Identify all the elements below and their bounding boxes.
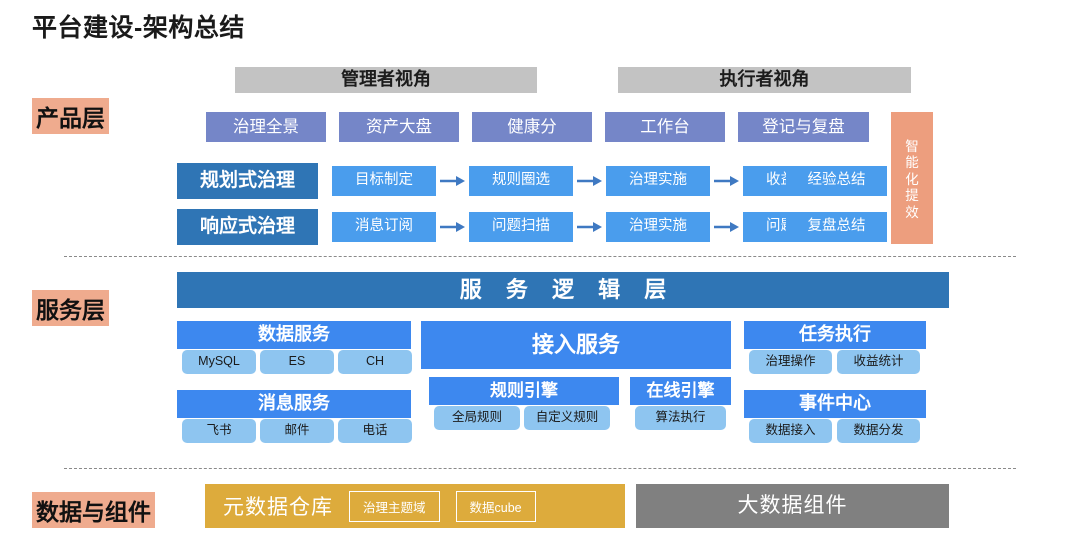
service-chip-custom-rule[interactable]: 自定义规则 bbox=[524, 406, 610, 430]
flow-step-responsive-5[interactable]: 复盘总结 bbox=[786, 212, 887, 242]
metadata-chip-data-cube[interactable]: 数据cube bbox=[455, 490, 536, 522]
product-box-workbench[interactable]: 工作台 bbox=[605, 112, 725, 142]
arrow-right-icon bbox=[714, 221, 740, 233]
service-group-title-data-service: 数据服务 bbox=[177, 321, 411, 349]
service-chip-data-ingest[interactable]: 数据接入 bbox=[749, 419, 832, 443]
product-box-asset-dashboard[interactable]: 资产大盘 bbox=[339, 112, 459, 142]
service-group-title-task-execution: 任务执行 bbox=[744, 321, 926, 349]
service-chip-es[interactable]: ES bbox=[260, 350, 334, 374]
ai-sidebar-char-3: 化 bbox=[905, 171, 919, 187]
ai-sidebar-char-5: 效 bbox=[905, 204, 919, 220]
arrow-right-icon bbox=[577, 221, 603, 233]
bigdata-components-box: 大数据组件 bbox=[636, 484, 949, 528]
product-box-registration-review[interactable]: 登记与复盘 bbox=[738, 112, 869, 142]
service-chip-phone[interactable]: 电话 bbox=[338, 419, 412, 443]
metadata-chip-governance-domain[interactable]: 治理主题域 bbox=[349, 490, 440, 522]
service-chip-global-rule[interactable]: 全局规则 bbox=[434, 406, 520, 430]
product-box-health-score[interactable]: 健康分 bbox=[472, 112, 592, 142]
product-box-governance-panorama[interactable]: 治理全景 bbox=[206, 112, 326, 142]
service-group-title-access-service: 接入服务 bbox=[421, 321, 731, 369]
layer-label-service: 服务层 bbox=[32, 290, 109, 326]
arrow-right-icon bbox=[440, 221, 466, 233]
arrow-right-icon bbox=[577, 175, 603, 187]
service-group-title-rule-engine: 规则引擎 bbox=[429, 377, 619, 405]
ai-sidebar-char-4: 提 bbox=[905, 188, 919, 204]
layer-label-data: 数据与组件 bbox=[32, 492, 155, 528]
page-title: 平台建设-架构总结 bbox=[32, 14, 245, 42]
flow-step-planned-1[interactable]: 目标制定 bbox=[332, 166, 436, 196]
flow-step-planned-5[interactable]: 经验总结 bbox=[786, 166, 887, 196]
service-chip-algorithm-exec[interactable]: 算法执行 bbox=[635, 406, 726, 430]
service-logic-bar: 服 务 逻 辑 层 bbox=[177, 272, 949, 308]
flow-step-planned-2[interactable]: 规则圈选 bbox=[469, 166, 573, 196]
service-chip-benefit-stats[interactable]: 收益统计 bbox=[837, 350, 920, 374]
service-chip-data-distribute[interactable]: 数据分发 bbox=[837, 419, 920, 443]
ai-efficiency-sidebar: 智 能 化 提 效 bbox=[891, 112, 933, 244]
divider-service-data bbox=[64, 468, 1016, 469]
persona-header-executor: 执行者视角 bbox=[618, 67, 911, 93]
flow-title-responsive-governance: 响应式治理 bbox=[177, 209, 318, 245]
service-group-title-event-center: 事件中心 bbox=[744, 390, 926, 418]
flow-step-planned-3[interactable]: 治理实施 bbox=[606, 166, 710, 196]
ai-sidebar-char-1: 智 bbox=[905, 138, 919, 154]
flow-step-responsive-1[interactable]: 消息订阅 bbox=[332, 212, 436, 242]
divider-product-service bbox=[64, 256, 1016, 257]
metadata-warehouse-title: 元数据仓库 bbox=[223, 496, 333, 519]
service-chip-feishu[interactable]: 飞书 bbox=[182, 419, 256, 443]
service-chip-ch[interactable]: CH bbox=[338, 350, 412, 374]
service-chip-mysql[interactable]: MySQL bbox=[182, 350, 256, 374]
persona-header-manager: 管理者视角 bbox=[235, 67, 537, 93]
service-group-title-online-engine: 在线引擎 bbox=[630, 377, 731, 405]
service-chip-email[interactable]: 邮件 bbox=[260, 419, 334, 443]
service-chip-governance-ops[interactable]: 治理操作 bbox=[749, 350, 832, 374]
arrow-right-icon bbox=[714, 175, 740, 187]
layer-label-product: 产品层 bbox=[32, 98, 109, 134]
ai-sidebar-char-2: 能 bbox=[905, 155, 919, 171]
flow-step-responsive-3[interactable]: 治理实施 bbox=[606, 212, 710, 242]
metadata-warehouse-box: 元数据仓库 治理主题域 数据cube bbox=[205, 484, 625, 528]
flow-title-planned-governance: 规划式治理 bbox=[177, 163, 318, 199]
arrow-right-icon bbox=[440, 175, 466, 187]
service-group-title-message-service: 消息服务 bbox=[177, 390, 411, 418]
flow-step-responsive-2[interactable]: 问题扫描 bbox=[469, 212, 573, 242]
